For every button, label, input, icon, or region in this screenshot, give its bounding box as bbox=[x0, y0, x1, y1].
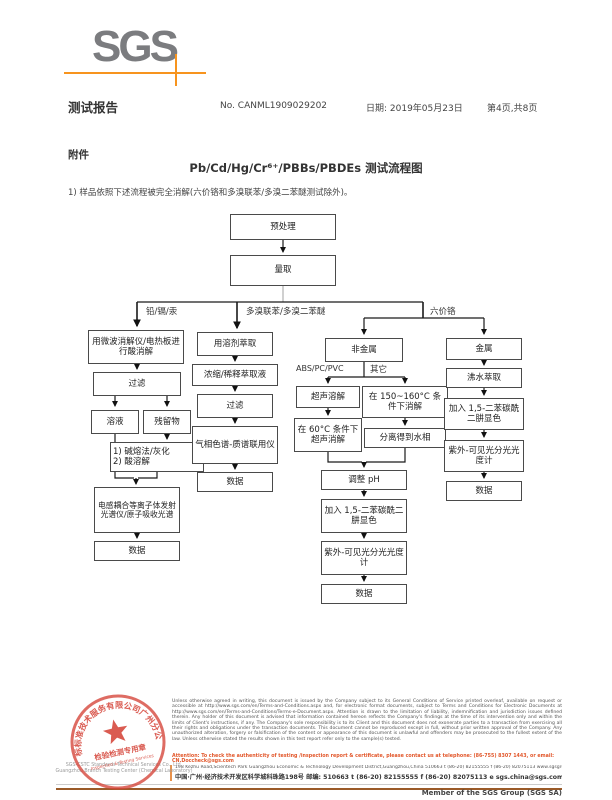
logo-accent-hline bbox=[64, 72, 206, 74]
terms-disclaimer: Unless otherwise agreed in writing, this… bbox=[172, 699, 562, 742]
branch-label-pbbs-pbdes: 多溴联苯/多溴二苯醚 bbox=[246, 307, 326, 317]
lab-company-line1: SGS-CSTC Standards Technical Services Co… bbox=[65, 763, 183, 768]
address-chinese: 中国·广州·经济技术开发区科学城科珠路198号 邮编: 510663 t (86… bbox=[175, 774, 562, 781]
report-number: No. CANML1909029202 bbox=[220, 101, 328, 111]
lab-company-name: SGS-CSTC Standards Technical Services Co… bbox=[54, 763, 194, 774]
logo-accent-vline bbox=[175, 54, 177, 86]
footnote-1: 1) 样品依照下述流程被完全消解(六价铬和多溴联苯/多溴二苯醚测试除外)。 bbox=[68, 188, 353, 198]
authenticity-attention: Attention: To check the authenticity of … bbox=[172, 754, 555, 765]
flow-node-concentrate-dilute: 浓缩/稀释萃取液 bbox=[192, 364, 278, 386]
flow-node-uv-vis-1: 紫外-可见光分光光度计 bbox=[321, 541, 407, 575]
branch-label-cr6: 六价铬 bbox=[430, 307, 456, 317]
flowchart-connectors bbox=[112, 240, 487, 582]
sgs-member-line: Member of the SGS Group (SGS SA) bbox=[421, 789, 562, 797]
branch-label-other: 其它 bbox=[370, 365, 388, 375]
flow-node-icp-aas: 电感耦合等离子体发射光谱仪/原子吸收光谱 bbox=[94, 487, 180, 533]
report-title: 测试报告 bbox=[68, 100, 119, 115]
flowchart-title: Pb/Cd/Hg/Cr⁶⁺/PBBs/PBDEs 测试流程图 bbox=[189, 161, 423, 175]
flow-node-data-3: 数据 bbox=[321, 584, 407, 604]
flow-node-ultrasonic-dissolve: 超声溶解 bbox=[296, 386, 360, 408]
flow-node-pretreatment: 预处理 bbox=[230, 214, 336, 240]
flow-node-ultrasonic-60c: 在 60°C 条件下超声消解 bbox=[294, 418, 362, 452]
attachment-label: 附件 bbox=[68, 149, 89, 161]
flow-node-gcms: 气相色谱-质谱联用仪 bbox=[192, 426, 278, 464]
flow-node-solvent-extraction: 用溶剂萃取 bbox=[197, 332, 273, 356]
page-indicator: 第4页,共8页 bbox=[487, 104, 538, 114]
flow-node-measure: 量取 bbox=[230, 255, 336, 286]
lab-company-line2: Guangzhou Branch Testing Center (Chemica… bbox=[55, 768, 193, 774]
inspection-stamp: 通标标准技术服务有限公司广州分公司 检验检测专用章 Inspection & T… bbox=[59, 683, 166, 790]
flow-node-uv-vis-2: 紫外-可见光分光光度计 bbox=[444, 440, 524, 472]
flow-node-data-2: 数据 bbox=[197, 472, 273, 492]
branch-label-pb-cd-hg: 铅/镉/汞 bbox=[146, 307, 178, 317]
flow-node-residue: 残留物 bbox=[143, 410, 191, 434]
sgs-logo: SGS bbox=[92, 22, 179, 71]
flow-node-data-4: 数据 bbox=[446, 481, 522, 501]
report-date: 日期: 2019年05月23日 bbox=[366, 104, 463, 114]
flow-node-acid-digestion: 用微波消解仪/电热板进行酸消解 bbox=[88, 330, 184, 364]
flow-node-separate-aqueous: 分离得到水相 bbox=[364, 428, 446, 448]
address-block: 198 Kezhu Road,Scientech Park Guangzhou … bbox=[170, 765, 562, 781]
flow-node-color-reagent-2: 加入 1,5-二苯碳酰二肼显色 bbox=[444, 398, 524, 430]
flow-node-metal: 金属 bbox=[446, 338, 522, 360]
flow-node-boiling-water-extraction: 沸水萃取 bbox=[446, 368, 522, 388]
flow-node-alkali-fusion: 1) 碱熔法/灰化 2) 酸溶解 bbox=[110, 442, 204, 472]
stamp-star-icon bbox=[102, 719, 128, 745]
flow-node-nonmetal: 非金属 bbox=[325, 338, 403, 362]
flow-node-solution: 溶液 bbox=[91, 410, 139, 434]
flow-node-filter-1: 过滤 bbox=[93, 372, 181, 396]
flow-node-color-reagent-1: 加入 1,5-二苯碳酰二肼显色 bbox=[321, 499, 407, 533]
flow-node-adjust-ph: 调整 pH bbox=[321, 470, 407, 490]
flow-node-filter-2: 过滤 bbox=[197, 394, 273, 418]
flow-node-data-1: 数据 bbox=[94, 541, 180, 561]
branch-label-abs-pc-pvc: ABS/PC/PVC bbox=[296, 364, 344, 373]
address-english: 198 Kezhu Road,Scientech Park Guangzhou … bbox=[175, 765, 562, 770]
flow-node-digest-150-160c: 在 150~160°C 条件下消解 bbox=[362, 386, 448, 418]
footer-divider bbox=[56, 784, 562, 790]
